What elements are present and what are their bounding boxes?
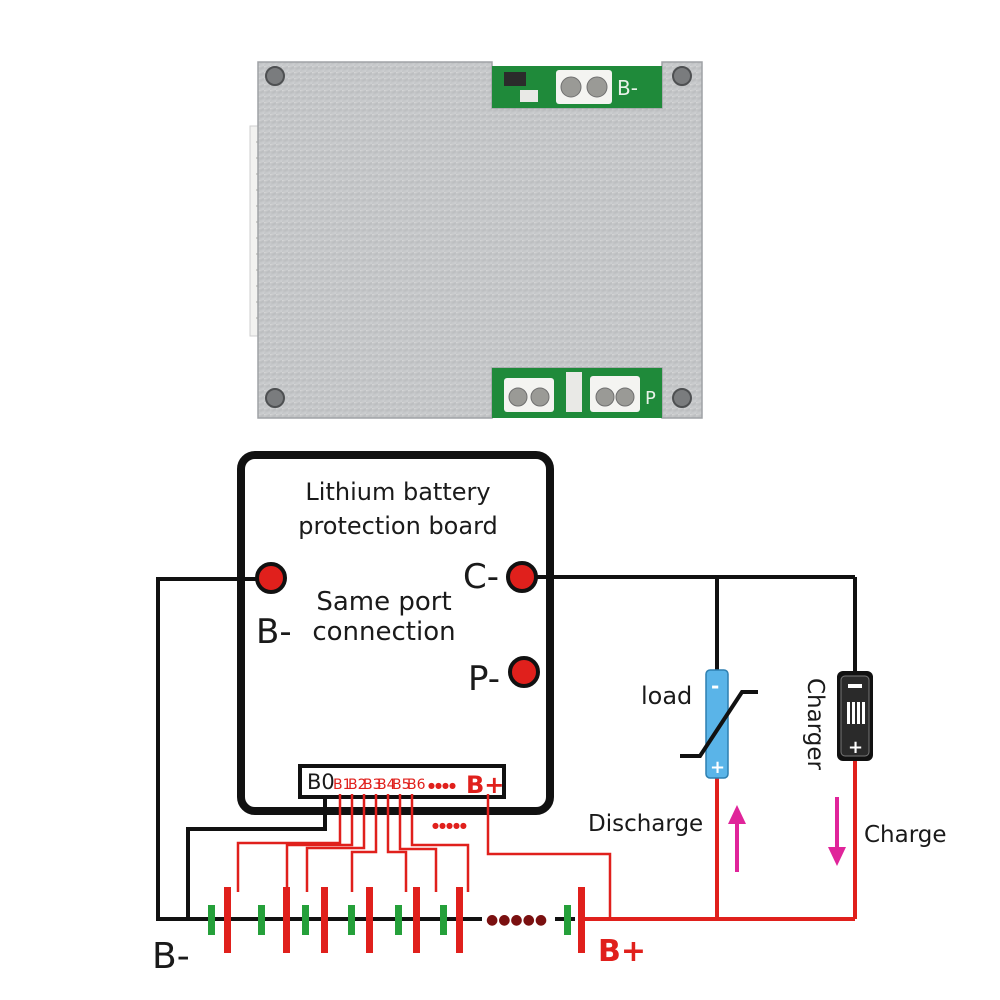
- screw-tr: [672, 66, 692, 86]
- cell-string-dots: ●●●●●: [486, 912, 547, 928]
- load-label: load: [641, 682, 692, 710]
- screw-br: [672, 388, 692, 408]
- board-title-line2: protection board: [298, 512, 498, 540]
- screw-tl: [265, 66, 285, 86]
- balance-label-b2: B2: [348, 777, 367, 793]
- balance-label-b4: B4: [377, 777, 396, 793]
- c-p-pad-pcb: P: [492, 368, 662, 418]
- same-port-note-line1: Same port: [316, 587, 451, 617]
- b-minus-terminal[interactable]: [255, 562, 287, 594]
- balance-label-b-plus: B+: [466, 771, 504, 799]
- load-resistor[interactable]: - +: [680, 669, 758, 779]
- screws: [265, 66, 692, 408]
- discharge-arrow: [728, 805, 746, 872]
- balance-label-b1: B1: [333, 777, 352, 793]
- balance-label-b0: B0: [307, 770, 335, 794]
- discharge-label: Discharge: [588, 811, 703, 837]
- balance-wire-dots: ●●●●●: [432, 821, 467, 830]
- balance-connector-box: [298, 764, 506, 799]
- battery-cell-string: ●●●●●: [208, 887, 585, 953]
- cell-3: [302, 887, 328, 953]
- b-plus-sense-wire: [486, 794, 612, 919]
- balance-label-b6: B6: [407, 777, 426, 793]
- label-b-minus-port: B-: [256, 612, 292, 652]
- cell-2: [258, 887, 290, 953]
- b-minus-pad-pcb: B-: [492, 66, 662, 108]
- c-minus-terminal[interactable]: [506, 561, 538, 593]
- p-minus-terminal[interactable]: [508, 656, 540, 688]
- pcb-silk-b-minus: B-: [617, 76, 638, 100]
- load-minus-sign: -: [711, 674, 719, 698]
- b-minus-wire: [156, 577, 270, 921]
- charger-label: Charger: [802, 678, 828, 771]
- balance-dots: ●●●●: [428, 781, 456, 790]
- b0-wire: [186, 794, 327, 919]
- black-wires: [156, 575, 857, 921]
- balance-label-b3: B3: [363, 777, 382, 793]
- balance-label-b5: B5: [392, 777, 411, 793]
- screw-bl: [265, 388, 285, 408]
- protection-board-photo: B- P: [249, 61, 703, 419]
- cell-4: [348, 887, 373, 953]
- pack-b-plus-label: B+: [598, 934, 646, 969]
- red-balance-wires: [236, 794, 612, 919]
- same-port-note-line2: connection: [312, 617, 455, 647]
- charger-plus-sign: +: [848, 737, 863, 758]
- red-power-wires: [585, 760, 857, 921]
- pcb-silk-p: P: [645, 388, 656, 409]
- cell-5: [395, 887, 420, 953]
- pack-b-minus-label: B-: [152, 936, 190, 977]
- board-title-line1: Lithium battery: [305, 478, 490, 506]
- charger[interactable]: +: [837, 671, 873, 761]
- charge-label: Charge: [864, 822, 947, 848]
- board-outline: [237, 451, 554, 815]
- cell-1: [208, 887, 231, 953]
- aluminum-heatsink-plate: [257, 61, 703, 419]
- charge-arrow: [828, 797, 846, 866]
- load-plus-sign: +: [710, 757, 725, 778]
- label-p-minus-port: P-: [468, 659, 500, 699]
- cell-6: [440, 887, 463, 953]
- cell-last: [564, 887, 585, 953]
- label-c-minus-port: C-: [463, 557, 499, 597]
- variable-load-slash: [680, 690, 758, 758]
